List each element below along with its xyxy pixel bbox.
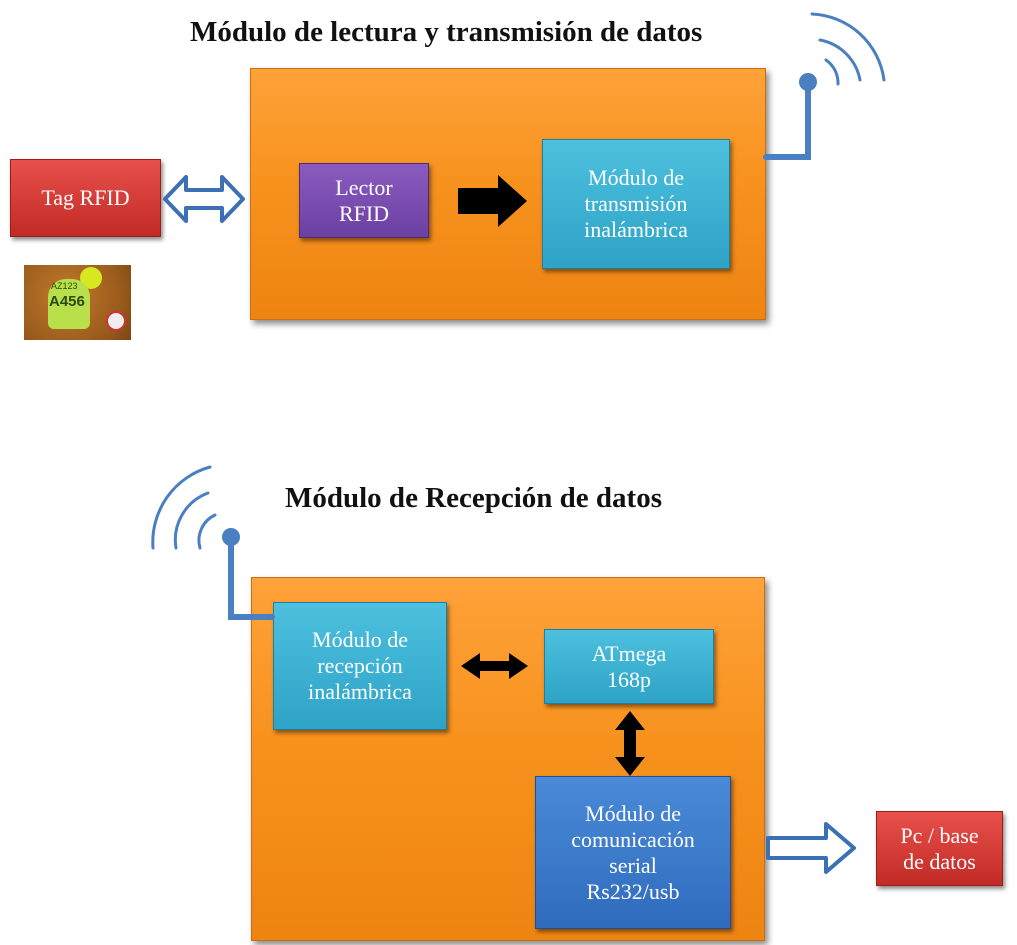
tag-photo-text-2: A456 (49, 293, 85, 310)
outline-arrow-right-icon (766, 822, 856, 874)
wireless-transmission-box: Módulo de transmisión inalámbrica (542, 139, 730, 269)
tag-logo-icon (106, 311, 126, 331)
reception-module-title: Módulo de Recepción de datos (285, 482, 662, 514)
antenna-icon (151, 465, 275, 620)
double-arrow-icon (461, 653, 528, 679)
tag-rfid-box: Tag RFID (10, 159, 161, 237)
antenna-icon (763, 12, 886, 160)
rfid-tag-photo: AZ123 A456 (24, 265, 131, 340)
wireless-reception-box: Módulo de recepción inalámbrica (273, 602, 447, 730)
double-arrow-icon (163, 175, 245, 223)
tag-photo-text-1: AZ123 (51, 281, 78, 291)
transmission-module-title: Módulo de lectura y transmisión de datos (190, 16, 703, 48)
serial-communication-box: Módulo de comunicación serial Rs232/usb (535, 776, 731, 929)
rfid-reader-box: Lector RFID (299, 163, 429, 238)
arrow-right-icon (458, 175, 527, 227)
atmega-box: ATmega 168p (544, 629, 714, 704)
double-arrow-vertical-icon (615, 711, 645, 776)
pc-database-box: Pc / base de datos (876, 811, 1003, 886)
